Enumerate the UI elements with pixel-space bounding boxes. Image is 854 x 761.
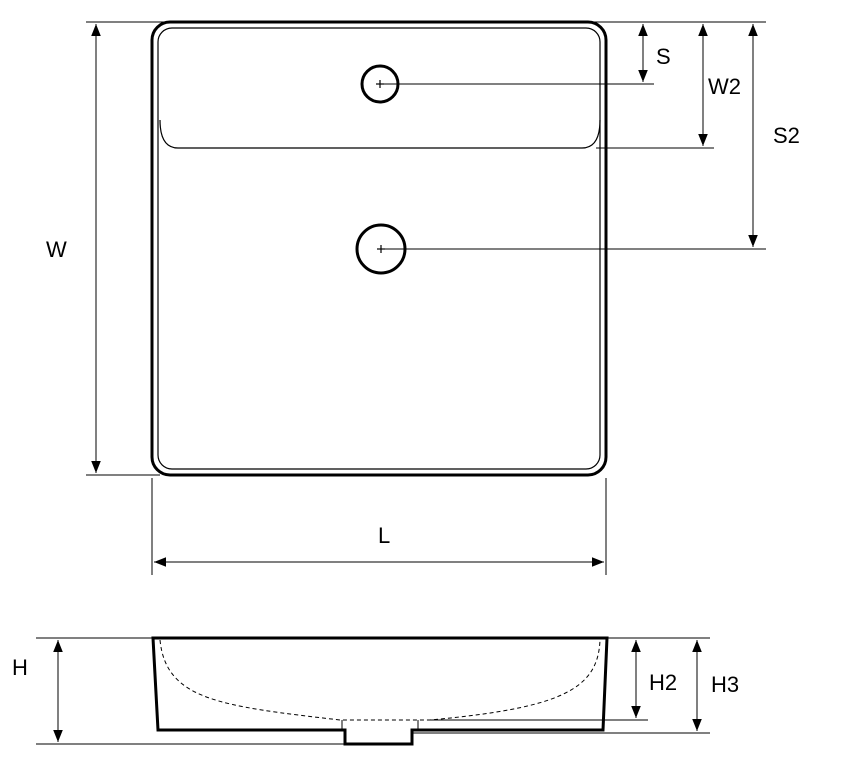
label-S: S [656,44,671,69]
deck-edge-line [159,119,601,149]
basin-inner-profile [159,639,601,721]
label-H: H [12,655,28,680]
label-H3: H3 [711,672,739,697]
dimension-lines-side [53,640,702,742]
extension-lines-side [36,637,710,745]
label-W: W [46,237,67,262]
label-L: L [378,523,390,548]
label-H2: H2 [649,670,677,695]
label-W2: W2 [708,74,741,99]
basin-side-profile [151,636,609,746]
extension-lines-top [86,21,766,575]
dimension-lines-top [91,24,758,567]
label-S2: S2 [773,123,800,148]
side-view [151,636,609,746]
dimension-labels: S W2 S2 W L H H2 H3 [12,44,800,697]
